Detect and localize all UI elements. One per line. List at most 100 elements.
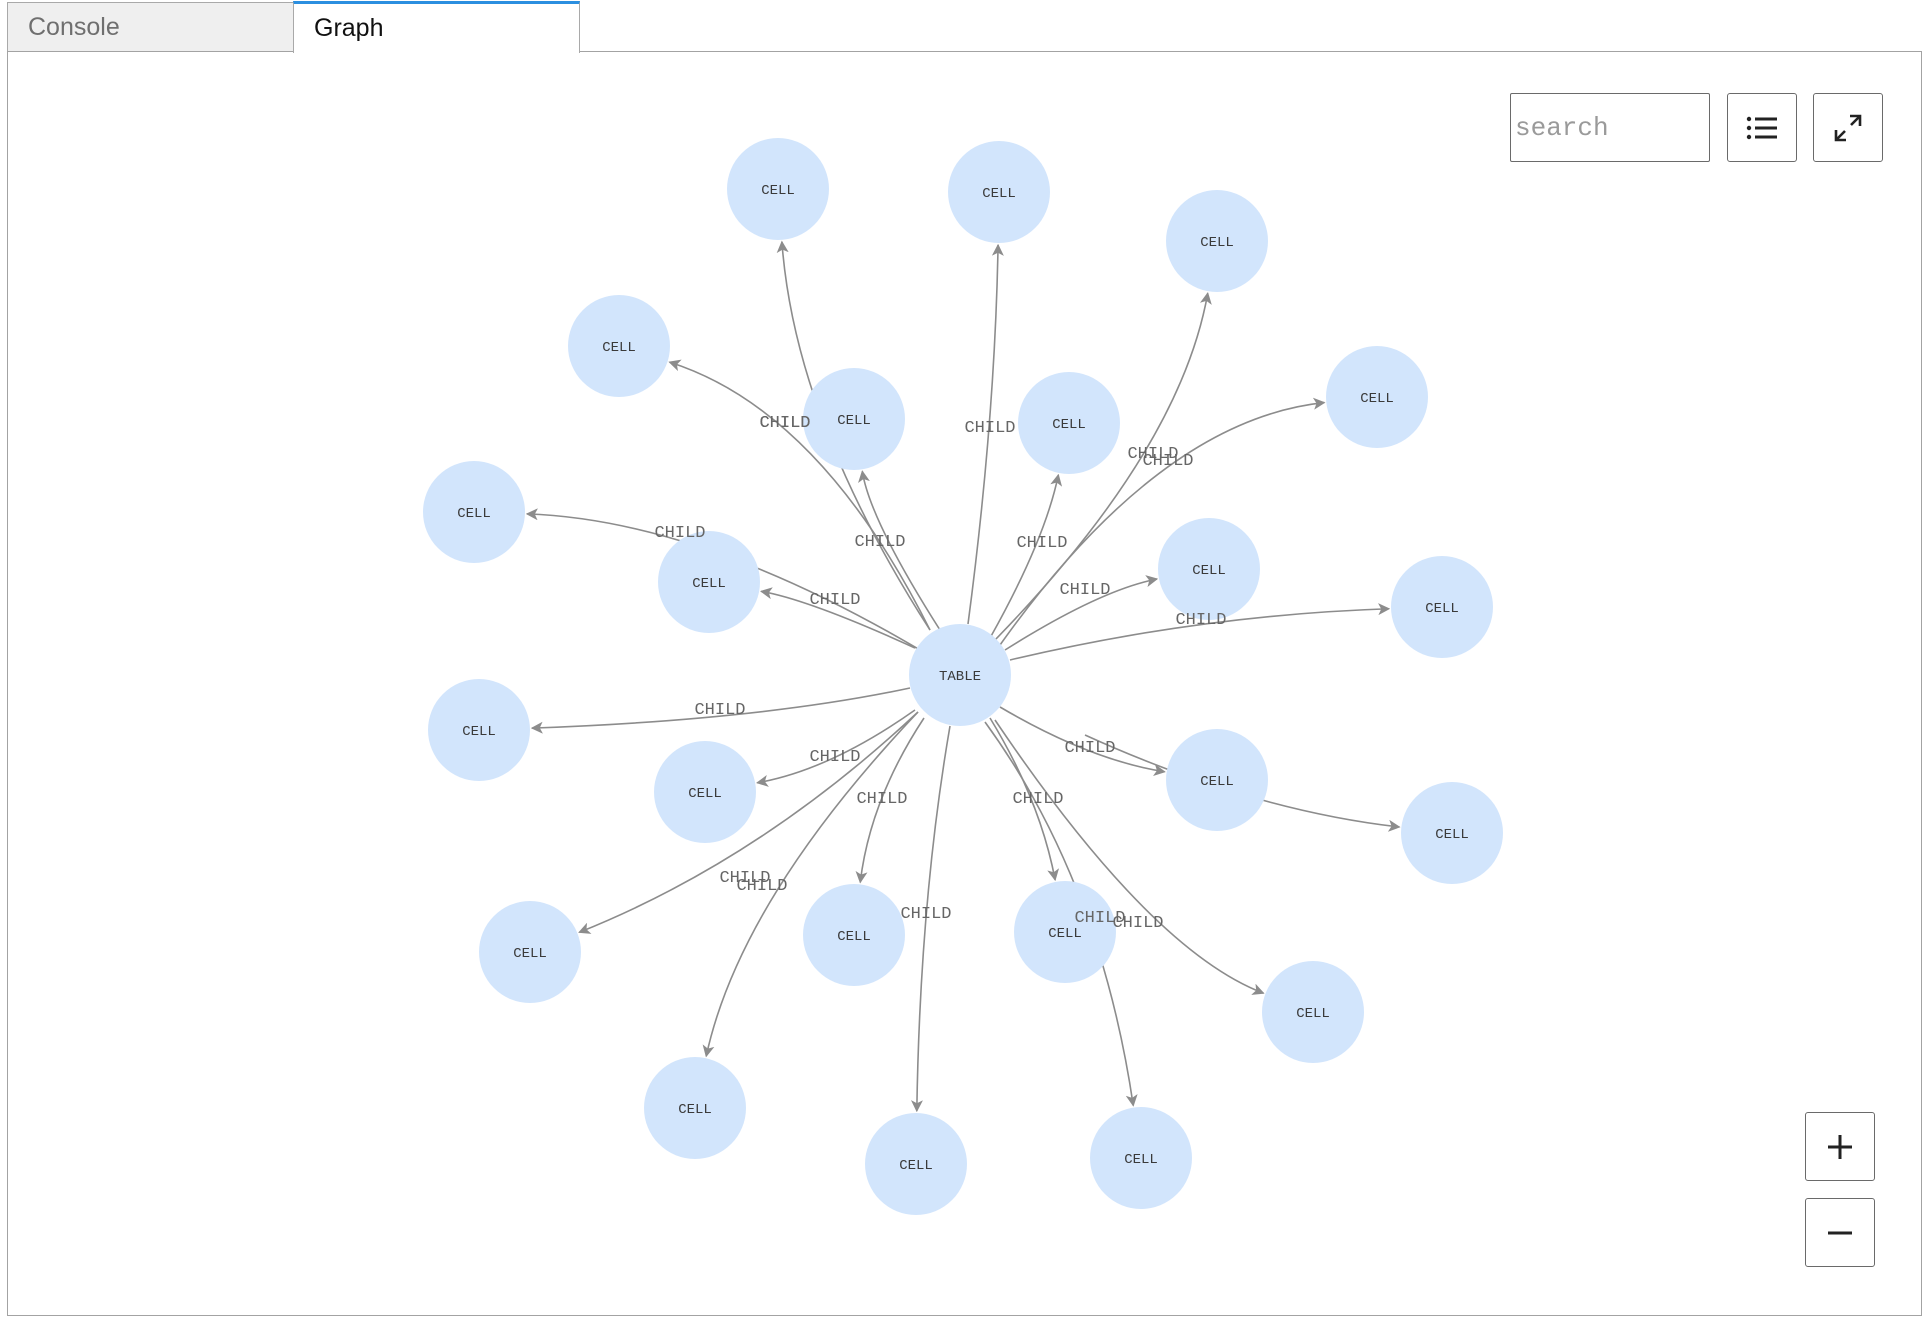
graph-edge[interactable] <box>668 359 931 631</box>
plus-icon <box>1828 1134 1852 1159</box>
node-circle[interactable] <box>1014 881 1116 983</box>
zoom-in-button[interactable] <box>1805 1112 1875 1181</box>
node-label: CELL <box>1048 926 1082 942</box>
graph-edge[interactable] <box>756 709 916 787</box>
graph-edge[interactable] <box>989 473 1063 639</box>
node-label: CELL <box>688 786 722 802</box>
graph-node-cell[interactable]: CELL <box>727 138 829 240</box>
graph-edge[interactable] <box>855 717 925 884</box>
node-circle[interactable] <box>654 741 756 843</box>
edge-label: CHILD <box>900 905 951 924</box>
node-label: CELL <box>899 1158 933 1174</box>
node-label: CELL <box>837 413 871 429</box>
edges-layer <box>525 240 1401 1113</box>
node-label: CELL <box>513 946 547 962</box>
node-circle[interactable] <box>658 531 760 633</box>
node-label: CELL <box>457 506 491 522</box>
graph-node-cell[interactable]: CELL <box>1326 346 1428 448</box>
edge-label: CHILD <box>759 414 810 433</box>
edge-label: CHILD <box>1016 534 1067 553</box>
node-circle[interactable] <box>644 1057 746 1159</box>
edge-label: CHILD <box>1175 611 1226 630</box>
graph-edge[interactable] <box>759 587 916 649</box>
list-button[interactable] <box>1727 93 1797 162</box>
graph-node-cell[interactable]: CELL <box>948 141 1050 243</box>
node-circle[interactable] <box>428 679 530 781</box>
node-circle[interactable] <box>948 141 1050 243</box>
graph-edge[interactable] <box>967 243 1004 625</box>
graph-node-cell[interactable]: CELL <box>865 1113 967 1215</box>
node-circle[interactable] <box>803 884 905 986</box>
graph-node-cell[interactable]: CELL <box>1018 372 1120 474</box>
node-circle[interactable] <box>1158 518 1260 620</box>
graph-node-cell[interactable]: CELL <box>1166 729 1268 831</box>
edge-label: CHILD <box>964 419 1015 438</box>
graph-edge[interactable] <box>910 725 951 1113</box>
graph-node-cell[interactable]: CELL <box>1090 1107 1192 1209</box>
zoom-out-button[interactable] <box>1805 1198 1875 1267</box>
graph-node-cell[interactable]: CELL <box>644 1057 746 1159</box>
edge-label: CHILD <box>736 877 787 896</box>
graph-node-cell[interactable]: CELL <box>1401 782 1503 884</box>
node-circle[interactable] <box>1401 782 1503 884</box>
node-circle[interactable] <box>1326 346 1428 448</box>
node-circle[interactable] <box>727 138 829 240</box>
graph-node-cell[interactable]: CELL <box>803 884 905 986</box>
node-circle[interactable] <box>1166 190 1268 292</box>
graph-node-cell[interactable]: CELL <box>1391 556 1493 658</box>
node-circle[interactable] <box>479 901 581 1003</box>
graph-node-cell[interactable]: CELL <box>479 901 581 1003</box>
graph-node-cell[interactable]: CELL <box>568 295 670 397</box>
list-icon <box>1746 116 1777 139</box>
graph-edge[interactable] <box>702 711 919 1058</box>
edge-label: CHILD <box>809 748 860 767</box>
graph-node-cell[interactable]: CELL <box>1158 518 1260 620</box>
node-label: CELL <box>1200 774 1234 790</box>
graph-node-cell[interactable]: CELL <box>658 531 760 633</box>
node-circle[interactable] <box>865 1113 967 1215</box>
graph-node-cell[interactable]: CELL <box>423 461 525 563</box>
node-circle[interactable] <box>1090 1107 1192 1209</box>
minus-icon <box>1828 1231 1852 1234</box>
graph-node-cell[interactable]: CELL <box>1014 881 1116 983</box>
node-label: CELL <box>761 183 795 199</box>
node-label: CELL <box>1296 1006 1330 1022</box>
node-label: CELL <box>678 1102 712 1118</box>
graph-node-cell[interactable]: CELL <box>1262 961 1364 1063</box>
edge-label: CHILD <box>719 869 770 888</box>
graph-node-cell[interactable]: CELL <box>803 368 905 470</box>
search-input[interactable] <box>1510 93 1710 162</box>
node-circle[interactable] <box>1166 729 1268 831</box>
node-circle[interactable] <box>423 461 525 563</box>
graph-edge[interactable] <box>530 687 911 734</box>
graph-edge[interactable] <box>1004 575 1159 651</box>
graph-edge[interactable] <box>578 711 919 934</box>
graph-node-cell[interactable]: CELL <box>654 741 756 843</box>
graph-node-cell[interactable]: CELL <box>1166 190 1268 292</box>
node-label: CELL <box>1425 601 1459 617</box>
graph-edge[interactable] <box>858 470 941 631</box>
fullscreen-button[interactable] <box>1813 93 1883 162</box>
node-circle[interactable] <box>1262 961 1364 1063</box>
edge-label: CHILD <box>654 524 705 543</box>
node-circle[interactable] <box>803 368 905 470</box>
graph-edge[interactable] <box>994 719 1265 995</box>
graph-edge[interactable] <box>989 717 1060 882</box>
graph-edge[interactable] <box>999 706 1166 776</box>
tab-console[interactable]: Console <box>7 2 294 51</box>
node-circle[interactable] <box>909 624 1011 726</box>
graph-edge[interactable] <box>999 397 1326 646</box>
graph-node-table[interactable]: TABLE <box>909 624 1011 726</box>
node-circle[interactable] <box>568 295 670 397</box>
graph-node-cell[interactable]: CELL <box>428 679 530 781</box>
edge-label: CHILD <box>694 701 745 720</box>
tab-graph[interactable]: Graph <box>293 1 580 53</box>
node-label: CELL <box>602 340 636 356</box>
node-label: CELL <box>982 186 1016 202</box>
graph-edge[interactable] <box>1009 603 1391 661</box>
node-circle[interactable] <box>1391 556 1493 658</box>
node-circle[interactable] <box>1018 372 1120 474</box>
node-label: TABLE <box>939 669 981 685</box>
